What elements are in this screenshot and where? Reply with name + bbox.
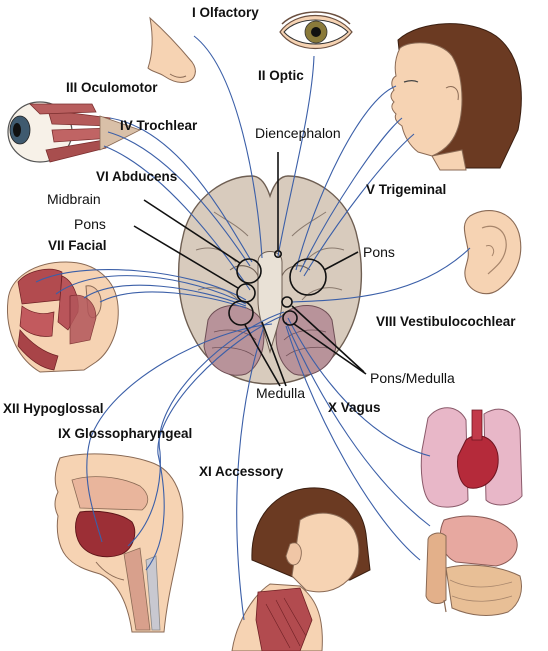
glossopharyngeal-label: IX Glossopharyngeal <box>58 426 192 441</box>
pons-label-right: Pons <box>363 244 395 260</box>
trochlear-nerve-line <box>107 131 251 267</box>
vestibulocochlear-label: VIII Vestibulocochlear <box>376 314 516 329</box>
oculomotor-label: III Oculomotor <box>66 80 158 95</box>
facial-label: VII Facial <box>48 238 107 253</box>
ear-illustration <box>463 210 522 295</box>
pons-medulla-ring-1 <box>281 296 293 308</box>
trochlear-label: IV Trochlear <box>120 118 198 133</box>
diencephalon-ring <box>273 250 282 259</box>
eye-illustration <box>279 11 353 50</box>
trigeminal-nerve-line-2 <box>299 117 403 273</box>
vagus-nerve-line-2 <box>285 321 431 527</box>
accessory-label: XI Accessory <box>199 464 284 479</box>
nose-illustration <box>147 16 196 83</box>
face-muscles-illustration <box>7 261 119 373</box>
glossopharyngeal-nerve-line-2 <box>145 315 283 571</box>
pons-label-left: Pons <box>74 216 106 232</box>
neck-accessory-illustration <box>231 487 371 651</box>
vagus-nerve-line-3 <box>285 325 421 561</box>
pons-medulla-ring-2 <box>282 310 298 326</box>
vagus-nerve-line-1 <box>287 317 431 457</box>
medulla-ring-left <box>228 300 254 326</box>
hypoglossal-label: XII Hypoglossal <box>3 401 104 416</box>
nerve-labels: I Olfactory II Optic III Oculomotor IV T… <box>3 5 516 479</box>
midbrain-ring <box>236 258 262 284</box>
facial-nerve-line-1 <box>35 269 247 301</box>
sagittal-head-illustration <box>54 453 184 633</box>
face-trigeminal-illustration <box>390 23 522 171</box>
eyeball-muscles-illustration <box>7 101 142 163</box>
midbrain-label: Midbrain <box>47 191 101 207</box>
olfactory-label: I Olfactory <box>192 5 259 20</box>
pons-ring-right <box>289 258 327 296</box>
oculomotor-nerve-line <box>109 117 253 263</box>
region-labels: Diencephalon Midbrain Pons Pons Pons/Med… <box>47 125 455 401</box>
medulla-label: Medulla <box>256 385 305 401</box>
facial-nerve-line-3 <box>83 284 247 307</box>
optic-label: II Optic <box>258 68 304 83</box>
facial-nerve-line-2 <box>55 275 247 305</box>
hypoglossal-nerve-line <box>86 323 273 543</box>
vestibulocochlear-nerve-line <box>291 247 471 303</box>
optic-nerve-line <box>277 55 315 257</box>
organs-vagus-illustration <box>420 407 523 616</box>
trigeminal-nerve-line-1 <box>295 85 397 271</box>
accessory-nerve-line <box>236 325 265 621</box>
diencephalon-label: Diencephalon <box>255 125 341 141</box>
trigeminal-nerve-line-3 <box>303 133 415 277</box>
trigeminal-label: V Trigeminal <box>366 182 446 197</box>
abducens-label: VI Abducens <box>96 169 177 184</box>
olfactory-nerve-line <box>193 35 263 259</box>
origin-markers <box>133 152 367 387</box>
vagus-label: X Vagus <box>328 400 381 415</box>
pons-medulla-label: Pons/Medulla <box>370 370 455 386</box>
